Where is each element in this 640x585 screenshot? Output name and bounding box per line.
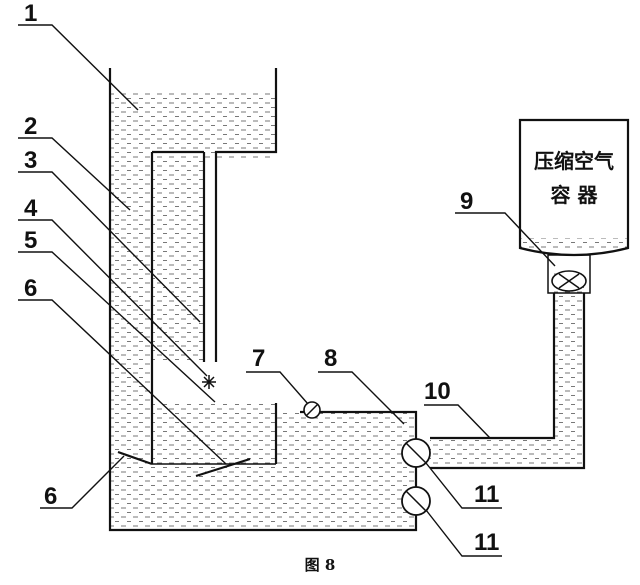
label-5: 5 xyxy=(24,227,37,254)
label-7: 7 xyxy=(252,345,265,372)
label-3: 3 xyxy=(24,147,37,174)
label-6-top: 6 xyxy=(24,275,37,302)
label-2: 2 xyxy=(24,113,37,140)
label-10: 10 xyxy=(424,378,451,405)
sensor-star-icon xyxy=(202,375,216,389)
label-1: 1 xyxy=(24,0,37,27)
leader-lines xyxy=(18,24,556,557)
label-8: 8 xyxy=(324,345,337,372)
label-9: 9 xyxy=(460,188,473,215)
container-label-line1: 压缩空气 xyxy=(534,149,614,173)
valve-7-icon xyxy=(303,401,321,419)
tank-walls xyxy=(108,68,418,532)
label-11-bottom: 11 xyxy=(474,529,499,556)
valve-11-upper-icon xyxy=(401,438,431,468)
air-container: 压缩空气 容 器 xyxy=(518,118,630,294)
water-fill xyxy=(110,90,628,530)
valve-11-lower-icon xyxy=(401,486,431,516)
container-label-line2: 容 器 xyxy=(551,183,599,207)
label-4: 4 xyxy=(24,195,38,222)
figure-caption: 图 8 xyxy=(305,556,336,574)
number-labels: 1 2 3 4 5 6 6 7 8 9 10 11 11 xyxy=(24,0,499,556)
label-11-top: 11 xyxy=(474,481,499,508)
label-6-bottom: 6 xyxy=(44,483,57,510)
air-pipe xyxy=(430,293,586,470)
